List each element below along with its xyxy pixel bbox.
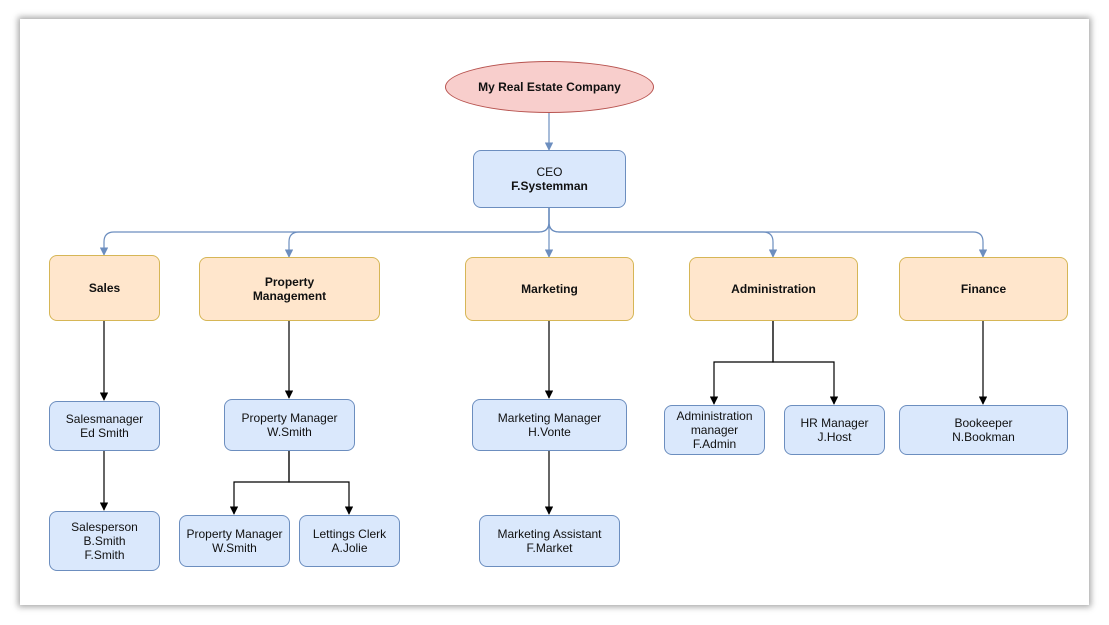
connector-pm-sub xyxy=(229,450,290,515)
property-manager-sub-node[interactable]: Property Manager W.Smith xyxy=(179,515,290,567)
connector-pm-lettings xyxy=(288,450,354,515)
company-node[interactable]: My Real Estate Company xyxy=(445,61,654,113)
sales-manager-label: Salesmanager Ed Smith xyxy=(65,412,144,440)
dept-property-label: Property Management xyxy=(252,275,327,303)
hr-manager-node[interactable]: HR Manager J.Host xyxy=(784,405,885,455)
admin-manager-label: Administration manager F.Admin xyxy=(676,409,753,451)
ceo-title: CEO xyxy=(536,165,563,179)
dept-property-node[interactable]: Property Management xyxy=(199,257,380,321)
connector-ceo-property xyxy=(284,208,550,258)
dept-sales-node[interactable]: Sales xyxy=(49,255,160,321)
dept-marketing-label: Marketing xyxy=(521,282,578,296)
admin-manager-node[interactable]: Administration manager F.Admin xyxy=(664,405,765,455)
dept-admin-label: Administration xyxy=(731,282,816,296)
property-manager-label: Property Manager W.Smith xyxy=(241,411,338,439)
sales-manager-node[interactable]: Salesmanager Ed Smith xyxy=(49,401,160,451)
connector-ceo-finance xyxy=(548,208,988,258)
marketing-assistant-label: Marketing Assistant F.Market xyxy=(497,527,602,555)
dept-admin-node[interactable]: Administration xyxy=(689,257,858,321)
marketing-assistant-node[interactable]: Marketing Assistant F.Market xyxy=(479,515,620,567)
connector-admin-adminmgr xyxy=(709,320,774,405)
company-label: My Real Estate Company xyxy=(478,80,621,94)
dept-marketing-node[interactable]: Marketing xyxy=(465,257,634,321)
dept-sales-label: Sales xyxy=(88,281,121,295)
dept-finance-label: Finance xyxy=(960,282,1007,296)
hr-manager-label: HR Manager J.Host xyxy=(800,416,869,444)
marketing-manager-node[interactable]: Marketing Manager H.Vonte xyxy=(472,399,627,451)
property-manager-sub-label: Property Manager W.Smith xyxy=(186,527,283,555)
property-manager-node[interactable]: Property Manager W.Smith xyxy=(224,399,355,451)
ceo-node[interactable]: CEO F.Systemman xyxy=(473,150,626,208)
dept-finance-node[interactable]: Finance xyxy=(899,257,1068,321)
lettings-clerk-node[interactable]: Lettings Clerk A.Jolie xyxy=(299,515,400,567)
ceo-name: F.Systemman xyxy=(511,179,588,193)
salesperson-label: Salesperson B.Smith F.Smith xyxy=(71,520,138,562)
lettings-clerk-label: Lettings Clerk A.Jolie xyxy=(312,527,387,555)
ceo-title-and-name: CEO F.Systemman xyxy=(511,165,588,193)
salesperson-node[interactable]: Salesperson B.Smith F.Smith xyxy=(49,511,160,571)
bookkeeper-label: Bookeeper N.Bookman xyxy=(952,416,1015,444)
bookkeeper-node[interactable]: Bookeeper N.Bookman xyxy=(899,405,1068,455)
connector-admin-hr xyxy=(772,320,839,405)
marketing-manager-label: Marketing Manager H.Vonte xyxy=(497,411,602,439)
